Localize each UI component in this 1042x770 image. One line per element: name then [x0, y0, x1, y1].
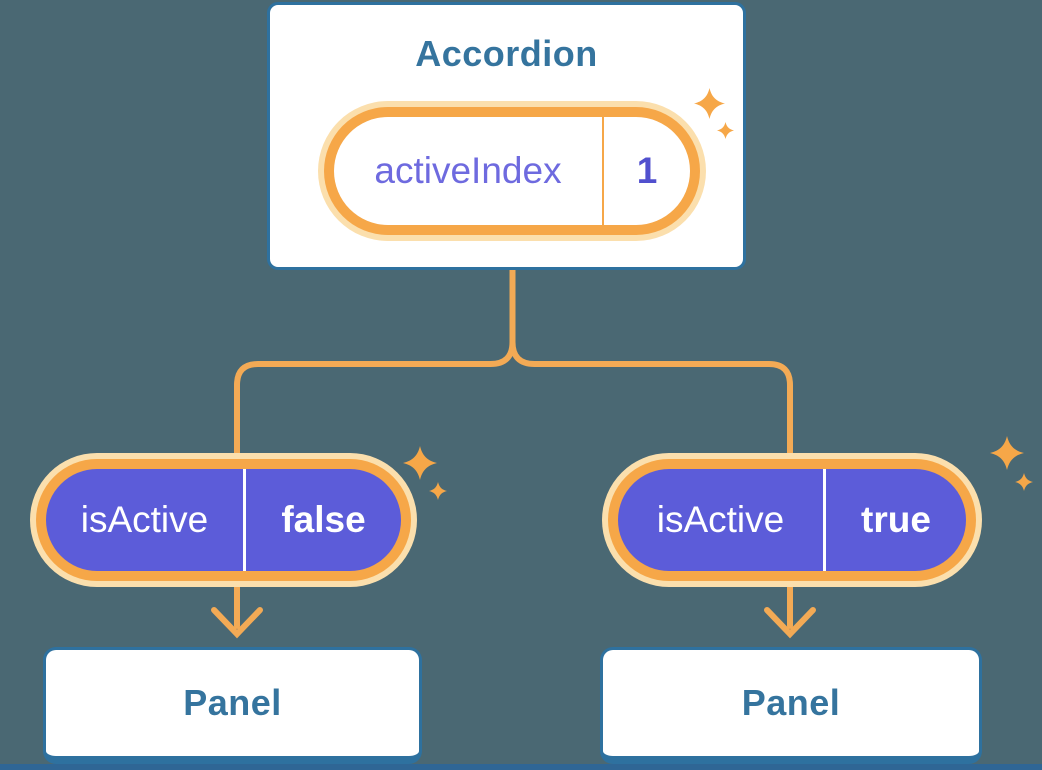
sparkle-icon: [429, 482, 447, 500]
prop-pill-right-body: isActive true: [618, 469, 966, 571]
pill-divider: [823, 469, 826, 571]
sparkle-icon: [990, 436, 1024, 470]
panel-card-right: Panel: [600, 647, 982, 764]
prop-pill-left-ring: isActive false: [36, 459, 411, 581]
panel-right-title: Panel: [741, 682, 841, 723]
branch-line-right: [509, 339, 793, 463]
state-pill-value: 1: [636, 150, 658, 191]
prop-pill-left-body: isActive false: [46, 469, 401, 571]
state-pill-body: activeIndex 1: [334, 117, 690, 225]
state-pill: activeIndex 1: [318, 101, 706, 241]
state-pill-ring: activeIndex 1: [324, 107, 700, 235]
prop-pill-left: isActive false: [30, 453, 417, 587]
prop-pill-left-label: isActive: [80, 499, 209, 540]
prop-pill-right: isActive true: [602, 453, 982, 587]
pill-divider: [602, 117, 604, 225]
bottom-edge-bar: [0, 764, 1042, 770]
prop-pill-right-ring: isActive true: [608, 459, 976, 581]
prop-pill-right-label: isActive: [656, 499, 785, 540]
prop-pill-right-value: true: [861, 499, 931, 540]
branch-line-left: [234, 267, 516, 463]
pill-divider: [243, 469, 246, 571]
sparkle-icon: [694, 88, 725, 119]
accordion-title: Accordion: [415, 33, 598, 74]
panel-card-left: Panel: [43, 647, 422, 764]
arrowhead-left-icon: [211, 607, 263, 639]
prop-pill-left-value: false: [281, 499, 366, 540]
panel-left-title: Panel: [183, 682, 282, 723]
sparkle-icon: [1015, 473, 1033, 491]
state-pill-label: activeIndex: [374, 150, 562, 191]
arrowhead-right-icon: [764, 607, 816, 639]
sparkle-icon: [403, 446, 437, 480]
sparkle-icon: [717, 122, 734, 139]
accordion-card: Accordion activeIndex 1: [267, 2, 746, 270]
